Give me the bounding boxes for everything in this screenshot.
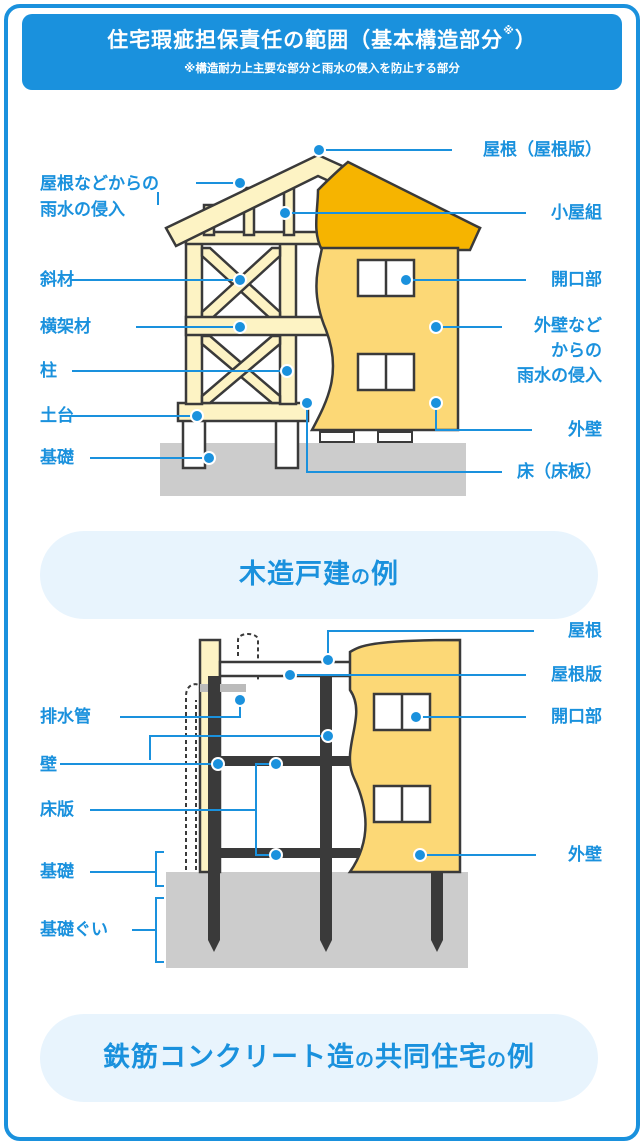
label-floor-slab: 床版 xyxy=(40,800,74,820)
label-sill: 土台 xyxy=(40,406,74,426)
label-wall: 壁 xyxy=(40,755,57,775)
label-opening: 開口部 xyxy=(551,707,602,727)
label-opening: 開口部 xyxy=(551,270,602,290)
label-pile: 基礎ぐい xyxy=(40,920,108,940)
leader-dot xyxy=(211,653,427,862)
label-floor: 床（床板） xyxy=(517,462,602,482)
page-title: 住宅瑕疵担保責任の範囲（基本構造部分※） xyxy=(107,24,537,52)
header-banner: 住宅瑕疵担保責任の範囲（基本構造部分※） ※構造耐力上主要な部分と雨水の侵入を防… xyxy=(22,14,622,90)
label-roof: 屋根（屋根版） xyxy=(483,140,602,160)
label-rain-roof: 屋根などからの 雨水の侵入 xyxy=(40,174,159,220)
label-drain-pipe: 排水管 xyxy=(40,707,91,727)
label-foundation: 基礎 xyxy=(40,448,74,468)
label-roof-slab: 屋根版 xyxy=(551,665,602,685)
leader-lines xyxy=(70,149,532,473)
label-pillar: 柱 xyxy=(40,361,57,381)
roof-shingle xyxy=(315,160,482,252)
page-subtitle: ※構造耐力上主要な部分と雨水の侵入を防止する部分 xyxy=(184,61,460,75)
label-rain-wall: 外壁など からの 雨水の侵入 xyxy=(517,316,602,386)
exterior-wall xyxy=(309,246,460,432)
label-exterior-wall: 外壁 xyxy=(568,845,602,865)
label-exterior-wall: 外壁 xyxy=(568,420,602,440)
caption-wooden: 木造戸建の例 xyxy=(40,531,598,619)
label-truss: 小屋組 xyxy=(551,203,602,223)
label-brace: 斜材 xyxy=(40,270,74,290)
leader-dot xyxy=(190,143,443,465)
caption-rc: 鉄筋コンクリート造の共同住宅の例 xyxy=(40,1014,598,1102)
label-roof: 屋根 xyxy=(568,621,602,641)
label-beam: 横架材 xyxy=(40,317,91,337)
label-foundation: 基礎 xyxy=(40,862,74,882)
